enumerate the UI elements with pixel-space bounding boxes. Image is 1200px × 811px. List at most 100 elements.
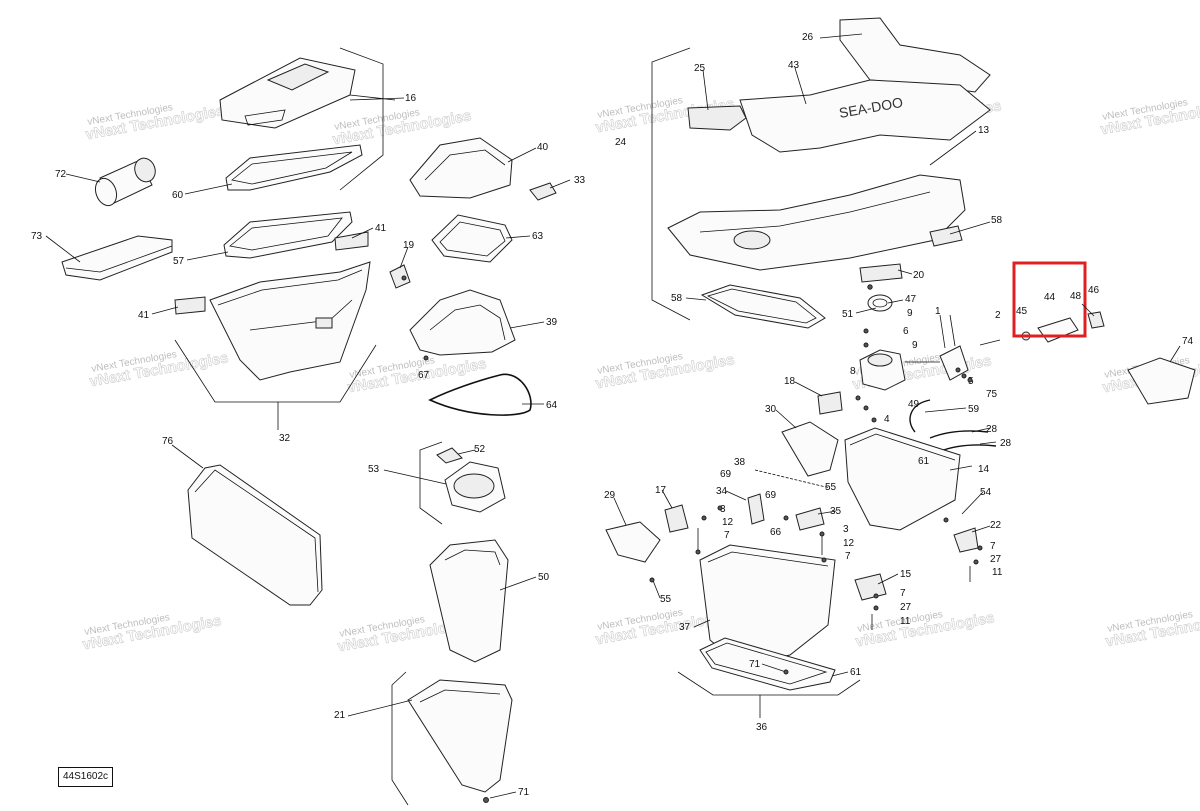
callout-59: 59	[968, 404, 980, 415]
callout-28: 28	[986, 424, 998, 435]
part-52-cap	[436, 447, 463, 464]
part-72-filter-tube	[94, 157, 156, 207]
part-26-trim	[839, 17, 991, 93]
callout-37: 37	[679, 622, 691, 633]
callout-74: 74	[1182, 336, 1194, 347]
callout-7: 7	[845, 551, 851, 562]
callout-61: 61	[850, 667, 862, 678]
part-25-decal	[687, 105, 747, 131]
callout-55: 55	[660, 594, 672, 605]
small-hardware	[401, 275, 1001, 675]
callout-69: 69	[765, 490, 777, 501]
callout-27: 27	[900, 602, 912, 613]
callout-58: 58	[991, 215, 1003, 226]
group-brackets	[174, 47, 861, 806]
callout-18: 18	[784, 376, 796, 387]
part-29-bracket	[605, 521, 661, 563]
callout-76: 76	[162, 436, 174, 447]
callout-40: 40	[537, 142, 549, 153]
callout-13: 13	[978, 125, 990, 136]
part-35-bracket	[795, 507, 825, 531]
part-58-seal	[700, 284, 826, 329]
callout-15: 15	[900, 569, 912, 580]
callout-45: 45	[1016, 306, 1028, 317]
callout-9: 9	[907, 308, 913, 319]
callout-8: 8	[850, 366, 856, 377]
part-44-latch-highlight-group	[1012, 261, 1105, 343]
callout-22: 22	[990, 520, 1002, 531]
part-76-pad	[187, 464, 323, 606]
callout-6: 6	[903, 326, 909, 337]
callout-49: 49	[908, 399, 920, 410]
part-41-latch-left	[174, 296, 206, 315]
callout-11: 11	[900, 616, 911, 627]
callout-71: 71	[749, 659, 761, 670]
callout-61: 61	[918, 456, 930, 467]
part-17-bracket	[664, 504, 689, 533]
callout-63: 63	[532, 231, 544, 242]
callout-21: 21	[334, 710, 346, 721]
callout-7: 7	[990, 541, 996, 552]
callout-29: 29	[604, 490, 616, 501]
part-47-spring	[867, 294, 893, 312]
callout-55: 55	[825, 482, 837, 493]
callout-57: 57	[173, 256, 185, 267]
callout-41: 41	[375, 223, 387, 234]
part-lock-mechanism	[859, 349, 906, 391]
callout-3: 3	[843, 524, 849, 535]
callout-35: 35	[830, 506, 842, 517]
part-13-deck	[667, 174, 966, 271]
part-19-hinge	[389, 264, 411, 289]
part-63-seal	[431, 214, 513, 263]
highlight-box	[1012, 261, 1087, 338]
callout-73: 73	[31, 231, 43, 242]
part-spring-38	[754, 469, 831, 489]
callout-58: 58	[671, 293, 683, 304]
callout-27: 27	[990, 554, 1002, 565]
callout-14: 14	[978, 464, 990, 475]
part-18-bracket	[817, 391, 843, 415]
callout-24: 24	[615, 137, 627, 148]
callout-43: 43	[788, 60, 800, 71]
callout-39: 39	[546, 317, 558, 328]
callout-12: 12	[843, 538, 855, 549]
callout-54: 54	[980, 487, 992, 498]
callout-69: 69	[720, 469, 732, 480]
callout-25: 25	[694, 63, 706, 74]
callout-9: 9	[912, 340, 918, 351]
part-74-latch	[1127, 357, 1196, 405]
callout-46: 46	[1088, 285, 1100, 296]
part-34-clip	[747, 493, 765, 525]
drawing-code-label: 44S1602c	[58, 767, 114, 787]
callout-7: 7	[900, 588, 906, 599]
callout-48: 48	[1070, 291, 1082, 302]
part-73-pad	[61, 235, 173, 281]
callout-44: 44	[1044, 292, 1056, 303]
callout-51: 51	[842, 309, 854, 320]
callout-17: 17	[655, 485, 667, 496]
leader-lines	[45, 33, 1181, 799]
callout-75: 75	[986, 389, 998, 400]
callout-11: 11	[992, 567, 1003, 578]
callout-36: 36	[756, 722, 768, 733]
callout-4: 4	[884, 414, 890, 425]
callout-1: 1	[935, 306, 941, 317]
callout-53: 53	[368, 464, 380, 475]
callout-20: 20	[913, 270, 925, 281]
callout-3: 3	[720, 504, 726, 515]
part-43-mat: SEA-DOO	[739, 79, 991, 153]
part-40-upper-housing	[409, 137, 513, 199]
callout-66: 66	[770, 527, 782, 538]
callout-38: 38	[734, 457, 746, 468]
callout-19: 19	[403, 240, 415, 251]
part-20-plate	[859, 263, 903, 283]
part-15-bracket	[854, 573, 887, 601]
callout-67: 67	[418, 370, 430, 381]
part-50-bucket	[429, 539, 509, 663]
part-61-gasket-bottom	[699, 637, 836, 691]
callout-32: 32	[279, 433, 291, 444]
part-30-lever	[781, 421, 839, 477]
callout-7: 7	[724, 530, 730, 541]
callout-34: 34	[716, 486, 728, 497]
part-60-gasket	[225, 144, 363, 191]
